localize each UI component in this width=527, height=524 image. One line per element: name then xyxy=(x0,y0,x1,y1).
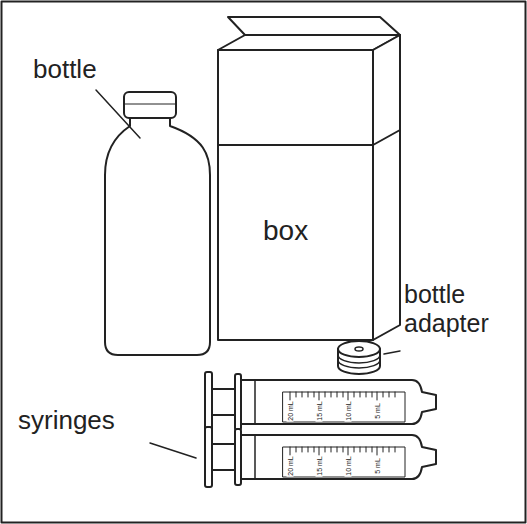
scale-label: 15 mL xyxy=(316,455,323,476)
scale-label: 5 mL xyxy=(374,457,381,475)
scale-label: 10 mL xyxy=(345,400,352,421)
scale-label: 10 mL xyxy=(345,455,352,476)
part-label: syringes xyxy=(18,406,115,436)
scale-label: 20 mL xyxy=(287,455,294,476)
part-label: bottle xyxy=(33,55,97,85)
scale-label: 5 mL xyxy=(374,402,381,420)
part-label: bottle adapter xyxy=(404,280,519,338)
scale-label: 15 mL xyxy=(316,400,323,421)
part-label: box xyxy=(263,215,308,247)
scale-label: 20 mL xyxy=(287,400,294,421)
